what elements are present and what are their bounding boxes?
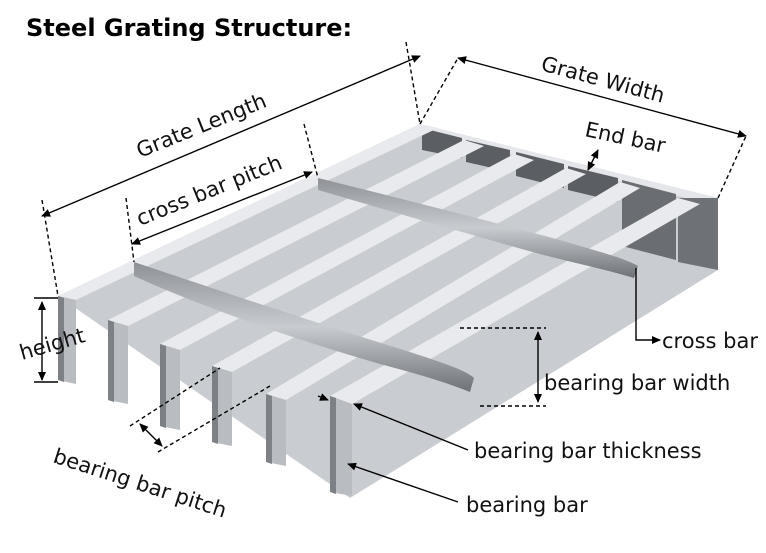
bearing-bar-label: bearing bar xyxy=(466,493,588,517)
bbt-arrow-left xyxy=(317,393,329,401)
end-bar-face xyxy=(678,198,718,270)
bearing-bar-top-6 xyxy=(330,198,700,404)
bearing-bar-thickness-leader xyxy=(353,403,469,451)
bar-shade-1 xyxy=(58,296,64,382)
bearing-bar-top-3 xyxy=(160,154,534,350)
end-bar-top xyxy=(420,124,718,206)
bar-shade-4 xyxy=(212,366,218,444)
cross-bar-label: cross bar xyxy=(662,329,758,353)
bbp-ext-right xyxy=(157,385,271,453)
grate-width-ext-right xyxy=(717,135,747,199)
grate-width-arrow xyxy=(457,56,747,138)
bearing-bar-thickness-label: bearing bar thickness xyxy=(474,439,702,463)
bar-shade-2 xyxy=(108,320,114,402)
bar-shade-6 xyxy=(330,396,336,494)
bar-shade-3 xyxy=(160,344,166,428)
bearing-bar-width-label: bearing bar width xyxy=(544,371,730,395)
cross-bar-leader xyxy=(635,268,661,344)
bearing-bar-pitch-label: bearing bar pitch xyxy=(50,444,229,523)
grate-length-ext-left xyxy=(41,199,59,297)
cross-pitch-ext-right xyxy=(303,123,319,179)
grate-length-label: Grate Length xyxy=(133,89,270,163)
end-bar-pointer xyxy=(587,149,599,171)
grate-width-ext-left xyxy=(419,57,459,125)
height-label: height xyxy=(17,323,88,365)
cross-pitch-ext-left xyxy=(125,197,135,263)
page-title: Steel Grating Structure: xyxy=(26,14,352,42)
cross-bar-pitch-arrow xyxy=(131,171,313,245)
cross-bar-front xyxy=(134,262,474,392)
grate-width-label: Grate Width xyxy=(539,52,668,108)
dimension-lines xyxy=(34,41,747,503)
end-bar-label: End bar xyxy=(583,117,668,157)
bearing-bar-leader xyxy=(347,462,459,503)
grate-length-arrow xyxy=(41,55,421,217)
grate-length-ext-right xyxy=(405,41,421,125)
bar-shade-5 xyxy=(266,394,272,464)
bearing-bar-pitch-arrow xyxy=(139,423,163,447)
bbp-ext-left xyxy=(129,367,221,427)
